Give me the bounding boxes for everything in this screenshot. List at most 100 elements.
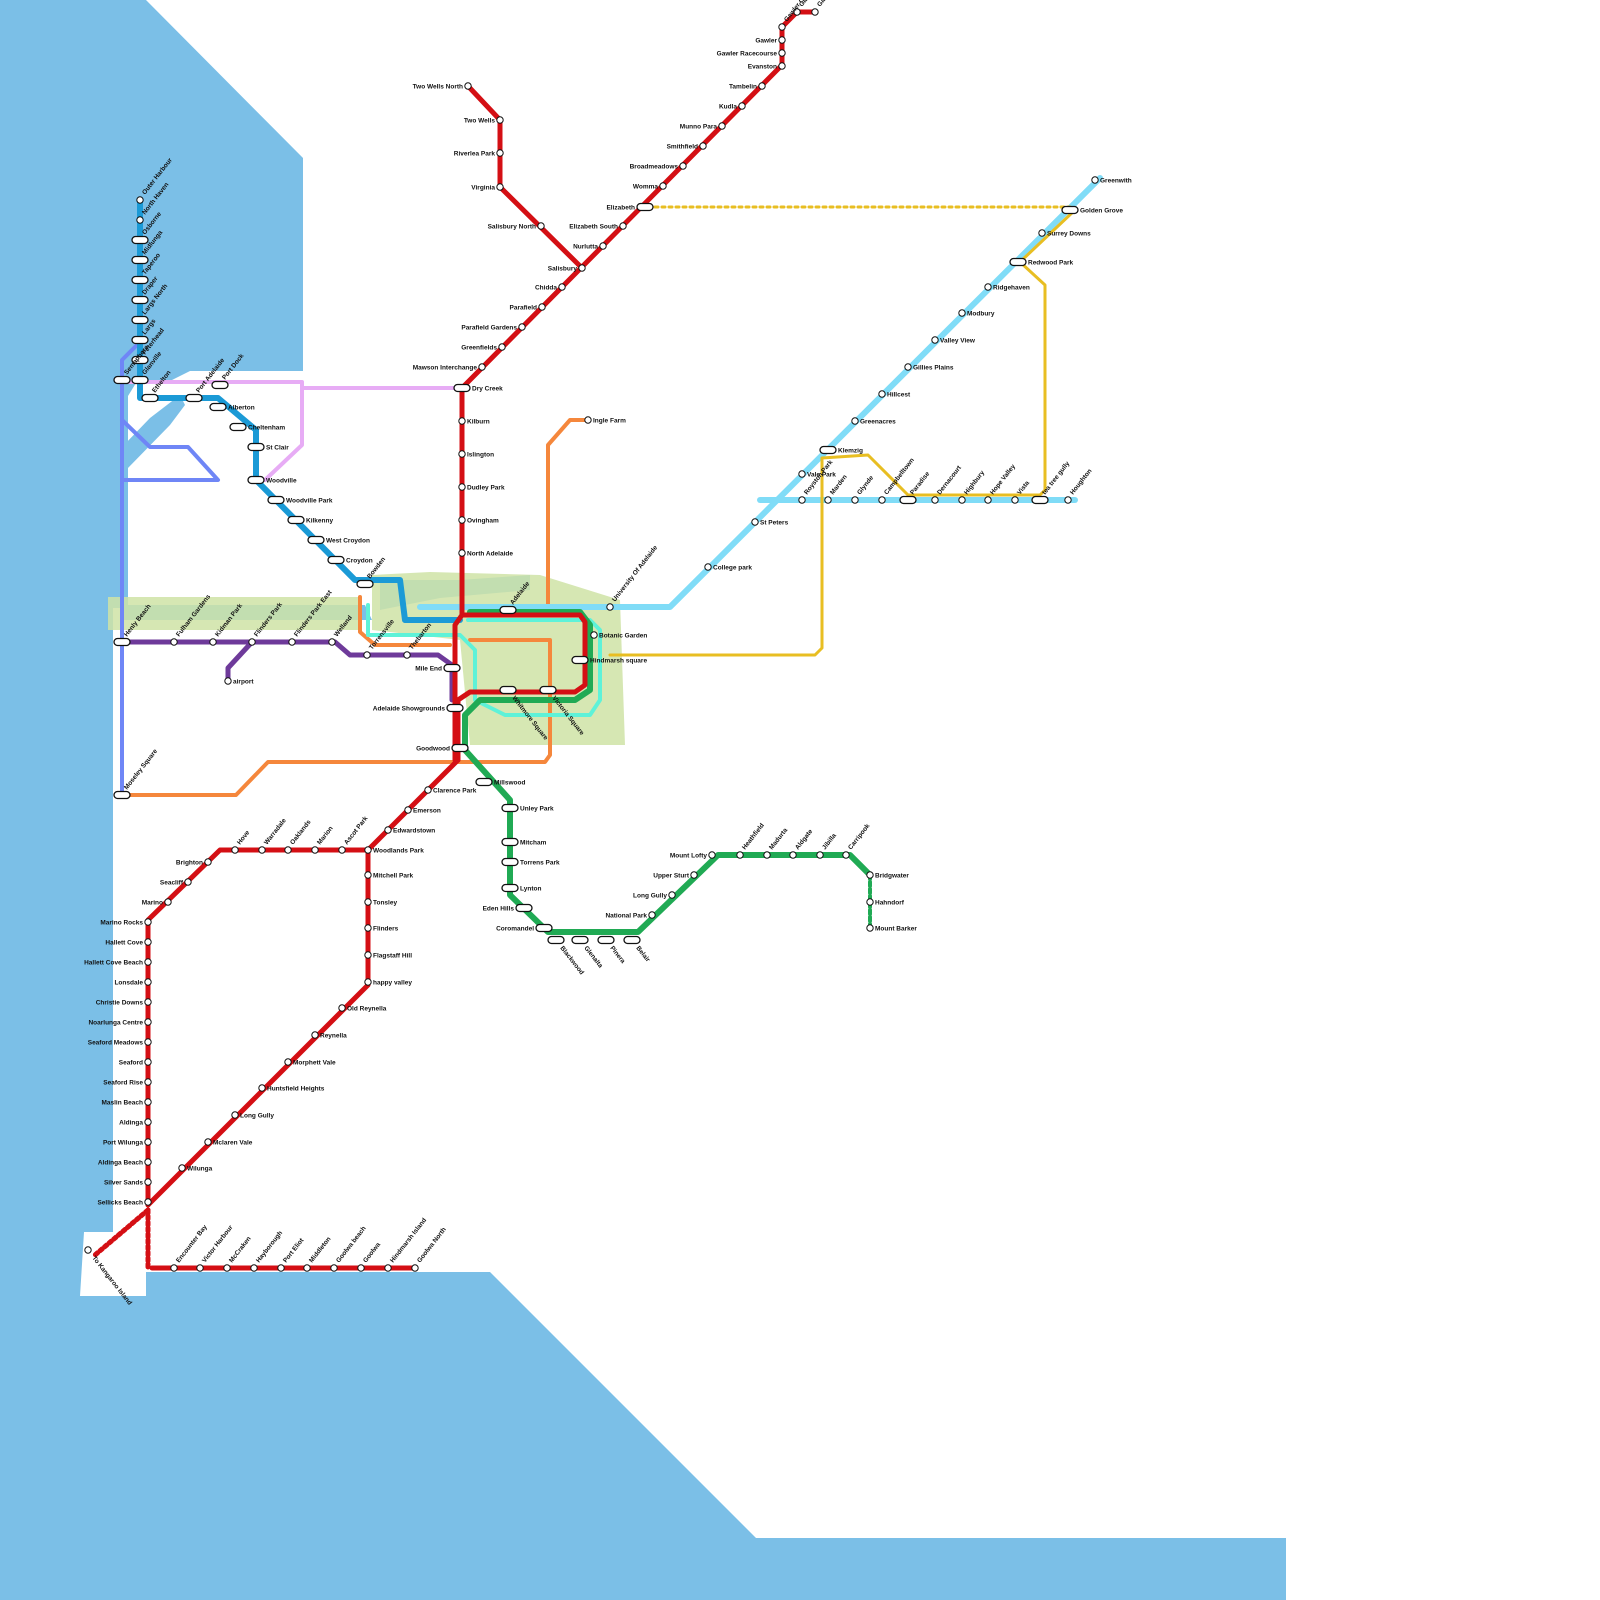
station-marker[interactable] — [131, 375, 149, 385]
station-marker[interactable] — [453, 383, 471, 393]
station-lonsdale[interactable]: Lonsdale — [114, 978, 152, 987]
station-marker[interactable] — [209, 402, 227, 412]
station-marker[interactable] — [659, 182, 667, 190]
station-marker[interactable] — [144, 1158, 152, 1166]
station-marker[interactable] — [131, 275, 149, 285]
station-gawler[interactable]: Gawler — [755, 36, 786, 45]
station-marker[interactable] — [223, 1264, 231, 1272]
station-marker[interactable] — [229, 422, 247, 432]
station-marker[interactable] — [458, 483, 466, 491]
station-marker[interactable] — [364, 846, 372, 854]
station-marker[interactable] — [311, 846, 319, 854]
station-marker[interactable] — [763, 851, 771, 859]
station-marker[interactable] — [170, 638, 178, 646]
station-marker[interactable] — [824, 496, 832, 504]
station-sellicks-beach[interactable]: Sellicks Beach — [97, 1198, 152, 1207]
station-marker[interactable] — [496, 116, 504, 124]
station-marker[interactable] — [1064, 496, 1072, 504]
station-wilunga[interactable]: Wilunga — [178, 1164, 213, 1173]
station-marker[interactable] — [287, 515, 305, 525]
station-marker[interactable] — [458, 450, 466, 458]
station-woodville-park[interactable]: Woodville Park — [267, 495, 333, 505]
station-marker[interactable] — [284, 1058, 292, 1066]
station-marker[interactable] — [131, 295, 149, 305]
station-marker[interactable] — [515, 903, 533, 913]
station-marker[interactable] — [231, 1111, 239, 1119]
station-woodville[interactable]: Woodville — [247, 475, 297, 485]
station-marker[interactable] — [458, 417, 466, 425]
station-greenfields[interactable]: Greenfields — [461, 343, 506, 352]
station-aldinga[interactable]: Aldinga — [119, 1118, 152, 1127]
station-goodwood[interactable]: Goodwood — [416, 743, 469, 753]
station-marker[interactable] — [144, 1038, 152, 1046]
station-marker[interactable] — [708, 851, 716, 859]
station-marker[interactable] — [144, 1098, 152, 1106]
station-marker[interactable] — [224, 677, 232, 685]
station-two-wells-north[interactable]: Two Wells North — [413, 82, 472, 91]
station-marker[interactable] — [619, 222, 627, 230]
station-redwood-park[interactable]: Redwood Park — [1009, 257, 1074, 267]
station-parafield-gardens[interactable]: Parafield Gardens — [461, 323, 526, 332]
station-marker[interactable] — [327, 555, 345, 565]
station-marker[interactable] — [816, 851, 824, 859]
station-munno-para[interactable]: Munno Para — [680, 122, 726, 131]
station-marker[interactable] — [623, 935, 641, 945]
station-marker[interactable] — [113, 375, 131, 385]
station-marker[interactable] — [411, 1264, 419, 1272]
station-marker[interactable] — [496, 149, 504, 157]
station-dry-creek[interactable]: Dry Creek — [453, 383, 503, 393]
station-marino[interactable]: Marino — [142, 898, 172, 907]
station-two-wells[interactable]: Two Wells — [464, 116, 504, 125]
station-pinera[interactable]: Pinera — [597, 935, 626, 966]
station-morphett-vale[interactable]: Morphett Vale — [284, 1058, 336, 1067]
station-seaford[interactable]: Seaford — [119, 1058, 152, 1067]
station-marker[interactable] — [211, 380, 229, 390]
station-marker[interactable] — [778, 36, 786, 44]
station-kilburn[interactable]: Kilburn — [458, 417, 490, 426]
station-marker[interactable] — [778, 23, 786, 31]
station-cheltenham[interactable]: Cheltenham — [229, 422, 285, 432]
station-marker[interactable] — [878, 496, 886, 504]
station-marker[interactable] — [231, 846, 239, 854]
station-marker[interactable] — [113, 790, 131, 800]
station-marker[interactable] — [1009, 257, 1027, 267]
station-marker[interactable] — [538, 303, 546, 311]
station-hindmarsh-square[interactable]: Hindmarsh square — [571, 655, 647, 665]
station-marker[interactable] — [330, 1264, 338, 1272]
station-modbury[interactable]: Modbury — [958, 309, 995, 318]
station-marker[interactable] — [636, 202, 654, 212]
station-marker[interactable] — [866, 871, 874, 879]
station-greenacres[interactable]: Greenacres — [851, 417, 896, 426]
station-marker[interactable] — [141, 393, 159, 403]
station-marker[interactable] — [247, 442, 265, 452]
station-seaford-meadows[interactable]: Seaford Meadows — [88, 1038, 152, 1047]
station-marker[interactable] — [547, 935, 565, 945]
station-marker[interactable] — [648, 911, 656, 919]
station-marker[interactable] — [364, 951, 372, 959]
station-marker[interactable] — [498, 343, 506, 351]
station-marker[interactable] — [704, 563, 712, 571]
station-marker[interactable] — [866, 898, 874, 906]
station-marker[interactable] — [1061, 205, 1079, 215]
station-ascot-park[interactable]: Ascot Park — [338, 815, 370, 854]
station-mitchell-park[interactable]: Mitchell Park — [364, 871, 414, 880]
station-marker[interactable] — [878, 390, 886, 398]
station-marker[interactable] — [535, 923, 553, 933]
station-aldinga-beach[interactable]: Aldinga Beach — [98, 1158, 152, 1167]
station-marker[interactable] — [446, 703, 464, 713]
station-marker[interactable] — [475, 777, 493, 787]
station-long-gully[interactable]: Long Gully — [633, 891, 676, 900]
station-marker[interactable] — [958, 496, 966, 504]
station-bridgwater[interactable]: Bridgwater — [866, 871, 910, 880]
station-marker[interactable] — [258, 1084, 266, 1092]
station-marker[interactable] — [798, 496, 806, 504]
station-national-park[interactable]: National Park — [605, 911, 656, 920]
station-marker[interactable] — [679, 162, 687, 170]
station-marker[interactable] — [357, 1264, 365, 1272]
station-marker[interactable] — [144, 1138, 152, 1146]
station-croydon[interactable]: Croydon — [327, 555, 373, 565]
station-coromandel[interactable]: Coromandel — [496, 923, 553, 933]
station-marino-rocks[interactable]: Marino Rocks — [100, 918, 152, 927]
station-marker[interactable] — [131, 315, 149, 325]
station-marker[interactable] — [364, 978, 372, 986]
